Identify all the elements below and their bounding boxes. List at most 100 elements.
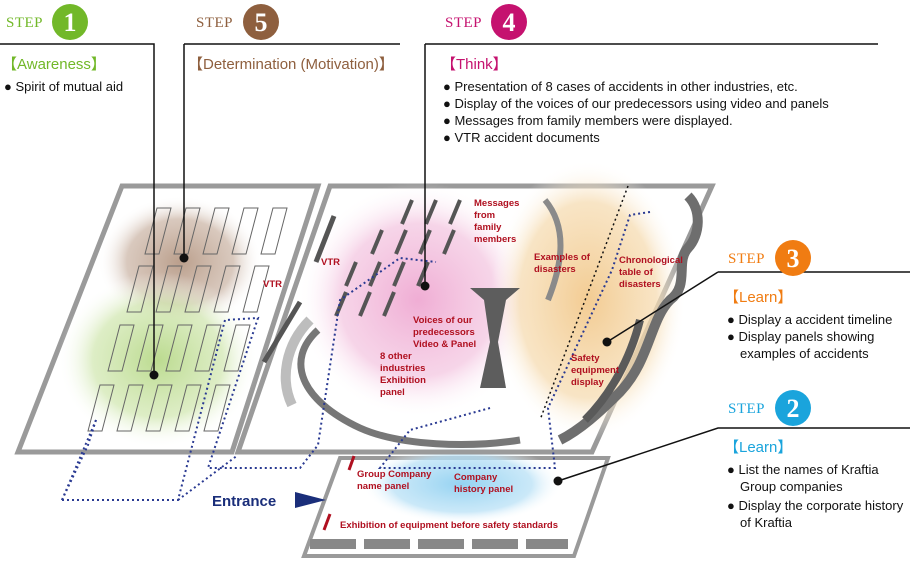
step2-badge [775,390,811,426]
dot-step2 [553,476,563,486]
curved-panel-timeline [542,198,564,302]
label-other-industries: 8 other industries Exhibition panel [380,351,429,398]
step3-badge [775,240,811,276]
label-group-company: Group Company name panel [357,469,434,492]
callout-step3 [606,271,910,343]
map-labels: VTR VTR Messages from family members Exa… [212,198,686,531]
slash-panel [448,199,462,225]
step4-word: STEP [445,15,482,31]
label-vtr-left: VTR [263,279,282,290]
step4-block: STEP 4 【Think】 ● Presentation of 8 cases… [441,4,829,145]
zone-awareness [58,272,258,448]
label-safety-equipment: Safety equipment display [571,353,622,388]
dot-step4 [420,281,430,291]
step1-badge [52,4,88,40]
display-panel [165,324,193,372]
step4-number: 4 [503,8,516,37]
step3-block: STEP 3 【Learn】 ● Display a accident time… [724,240,892,361]
step3-heading: 【Learn】 [724,289,792,306]
step2-bullet-2: ● Display the corporate history [727,498,904,513]
callout-step1 [0,43,155,375]
step5-heading: 【Determination (Motivation)】 [188,56,394,73]
step2-number: 2 [787,394,800,423]
slash-panel [344,261,358,287]
zone-think [298,182,538,418]
wall-partition [280,316,314,408]
step2-bullet-1: ● List the names of Kraftia [727,462,879,477]
zone-learn-history [362,444,562,524]
curved-panel-inner [582,319,644,423]
entrance-arrow [295,492,326,508]
label-entrance: Entrance [212,493,276,510]
step2-bullet-2-cont: of Kraftia [740,515,793,530]
step3-bullet-2-cont: examples of accidents [740,346,869,361]
label-chronological: Chronological table of disasters [619,255,686,290]
display-panel [260,207,288,255]
display-panel [87,384,115,432]
step3-number: 3 [787,244,800,273]
display-panel [145,384,173,432]
callout-step2 [557,427,910,482]
step4-badge [491,4,527,40]
step4-bullet-3: ● Messages from family members were disp… [443,113,733,128]
step1-number: 1 [64,8,77,37]
slash-panel [358,291,372,317]
display-panel [242,265,270,313]
slash-panels-right-room [334,199,462,317]
display-panel [213,265,241,313]
slash-panel [392,261,406,287]
red-mark-exhibition [322,513,332,531]
slash-panel [442,229,456,255]
callout-lines [0,43,910,482]
slash-panel [394,229,408,255]
label-voices: Voices of our predecessors Video & Panel [413,315,477,350]
display-panel [202,207,230,255]
dot-step3 [602,337,612,347]
slash-panel [400,199,414,225]
label-messages: Messages from family members [474,198,522,245]
step1-block: STEP 1 【Awareness】 ● Spirit of mutual ai… [2,4,123,94]
step1-heading: 【Awareness】 [2,56,106,73]
display-panel [144,207,172,255]
slash-panel [424,199,438,225]
slash-panel [382,291,396,317]
callout-dots [149,253,612,486]
step1-word: STEP [6,15,43,31]
display-panel [126,265,154,313]
step3-bullet-1: ● Display a accident timeline [727,312,892,327]
label-vtr-mid: VTR [321,257,340,268]
step4-bullet-1: ● Presentation of 8 cases of accidents i… [443,79,798,94]
display-panel [155,265,183,313]
vtr-wall-mid [313,215,337,263]
step3-bullet-2: ● Display panels showing [727,329,874,344]
step2-word: STEP [728,401,765,417]
dot-step1 [149,370,159,380]
display-panel [173,207,201,255]
label-exhibition-equipment: Exhibition of equipment before safety st… [340,520,558,531]
step2-bullet-1-cont: Group companies [740,479,843,494]
display-panel [203,384,231,432]
route-dashed-diagonal [539,185,629,421]
floor-plan [14,160,716,558]
step2-block: STEP 2 【Learn】 ● List the names of Kraft… [724,390,904,530]
step4-heading: 【Think】 [441,56,508,73]
display-panel [223,324,251,372]
display-panel [194,324,222,372]
step4-bullet-4: ● VTR accident documents [443,130,600,145]
slash-panel [370,229,384,255]
display-panels-left-room [87,207,288,432]
step2-heading: 【Learn】 [724,439,792,456]
display-panel [231,207,259,255]
display-panel [136,324,164,372]
curved-wall-left [297,327,521,448]
vtr-wall-left [261,300,303,364]
display-panel [184,265,212,313]
step5-badge [243,4,279,40]
display-panel [174,384,202,432]
display-panel [116,384,144,432]
display-panel [107,324,135,372]
callout-step5 [183,43,400,258]
label-company-history: Company history panel [454,472,513,495]
step1-bullet: ● Spirit of mutual aid [4,79,123,94]
